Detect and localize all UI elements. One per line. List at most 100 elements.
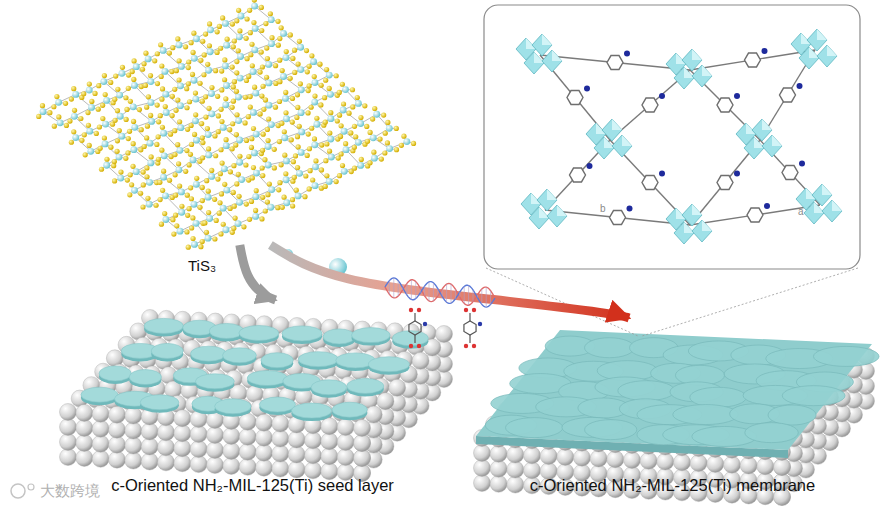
sulfur-atom [306,88,311,93]
sulfur-atom [295,134,300,139]
titanium-atom [163,216,170,223]
titanium-atom [177,228,184,235]
sulfur-atom [183,44,188,49]
sulfur-atom [217,200,222,205]
amino-nitrogen [587,163,593,169]
sulfur-atom [200,155,205,160]
sulfur-atom [201,72,206,77]
sulfur-atom [144,135,149,140]
titanium-atom [327,91,334,98]
titanium-atom [146,179,153,186]
sulfur-atom [197,81,202,86]
sulfur-atom [243,95,248,100]
sulfur-atom [231,226,236,231]
sulfur-atom [279,121,284,126]
sulfur-atom [231,163,236,168]
sulfur-atom [236,194,241,199]
sulfur-atom [131,119,136,124]
sulfur-atom [213,153,218,158]
sulfur-atom [383,131,388,136]
bond-line [164,177,182,192]
amino-nitrogen [799,161,805,167]
substrate-sphere [321,433,338,450]
sulfur-atom [260,64,265,69]
benzene-ring [717,176,733,190]
substrate-sphere [125,407,142,424]
substrate-sphere [158,454,175,471]
titanium-atom [160,174,167,181]
substrate-sphere [288,461,305,478]
sulfur-atom [260,84,265,89]
titanium-atom [223,226,230,233]
substrate-sphere [354,435,371,452]
titanium-atom [268,186,275,193]
substrate-sphere [412,352,429,369]
sulfur-atom [283,90,288,95]
sulfur-atom [219,119,224,124]
sulfur-atom [276,43,281,48]
sulfur-atom [352,124,357,129]
sulfur-atom [207,43,212,48]
sulfur-atom [281,195,286,200]
seed-crystal [247,371,287,389]
sulfur-atom [230,64,235,69]
titanium-atom [205,67,212,74]
amino-nitrogen [734,93,740,99]
sulfur-atom [189,142,194,147]
sulfur-atom [268,11,273,16]
sulfur-atom [219,68,224,73]
seed-crystal [191,346,227,364]
sulfur-atom [202,52,207,57]
benzene-ring [782,166,798,180]
sulfur-atom [170,45,175,50]
sulfur-atom [113,118,118,123]
sulfur-atom [192,132,197,137]
sulfur-atom [131,58,136,63]
titanium-atom [103,97,110,104]
benzene-ring [780,88,796,102]
sulfur-atom [277,180,282,185]
sulfur-atom [221,222,226,227]
sulfur-atom [69,140,74,145]
sulfur-atom [159,74,164,79]
sulfur-atom [177,184,182,189]
sulfur-atom [108,145,113,150]
sulfur-atom [312,136,317,141]
substrate-sphere [109,436,126,453]
titanium-atom [253,170,260,177]
sulfur-atom [186,59,191,64]
sulfur-atom [385,140,390,145]
titanium-atom [342,86,349,93]
sulfur-atom [203,32,208,37]
sulfur-atom [127,192,132,197]
substrate-sphere [223,427,240,444]
sulfur-atom [237,28,242,33]
titanium-atom [296,170,303,177]
titanium-atom [283,158,290,165]
benzene-ring [607,56,623,70]
substrate-sphere [60,419,77,436]
sulfur-atom [198,244,203,249]
sulfur-atom [284,49,289,54]
sulfur-atom [156,119,161,124]
sulfur-atom [159,148,164,153]
substrate-sphere [60,434,77,451]
sulfur-atom [231,190,236,195]
bond-line [193,160,212,177]
amino-nitrogen [797,83,803,89]
sulfur-atom [337,90,342,95]
sulfur-atom [137,107,142,112]
sulfur-atom [96,107,101,112]
sulfur-atom [265,192,270,197]
sulfur-atom [94,131,99,136]
titanium-atom [130,146,137,153]
sulfur-atom [72,108,77,113]
sulfur-atom [279,162,284,167]
sulfur-atom [353,134,358,139]
sulfur-atom [127,129,132,134]
titanium-atom [295,193,302,200]
sulfur-atom [124,117,129,122]
titanium-atom [221,165,228,172]
sulfur-atom [128,99,133,104]
